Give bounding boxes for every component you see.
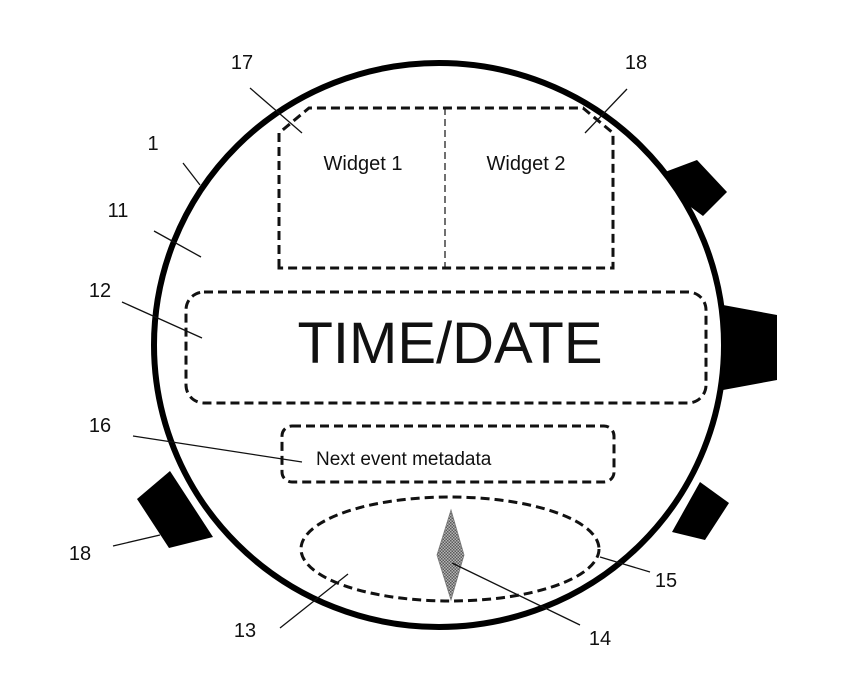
leader-18-left [112,534,161,547]
ref-label-12: 12 [89,280,111,302]
widget-region [277,106,615,270]
top-right-button [665,160,727,216]
pointer-diamond-icon [436,508,465,602]
leader-18-top [584,88,628,134]
time-date-label: TIME/DATE [297,311,602,376]
leader-14 [451,562,581,626]
lower-ellipse-region [299,495,601,603]
leader-11 [153,230,202,258]
next-event-label: Next event metadata [316,449,492,470]
leader-17 [249,87,303,134]
leader-13 [279,573,349,629]
ref-label-18-top: 18 [625,52,647,74]
widget-1-label: Widget 1 [324,153,403,175]
leader-12 [121,301,203,339]
time-date-region [184,290,708,405]
bottom-left-button [137,471,213,548]
ref-label-18-left: 18 [69,543,91,565]
bottom-right-button [672,482,729,540]
leader-15 [599,556,651,573]
leader-16 [132,435,303,463]
watch-housing [151,60,727,630]
ref-label-15: 15 [655,570,677,592]
ref-label-1: 1 [147,133,158,155]
next-event-region [280,424,616,484]
ref-label-14: 14 [589,628,611,650]
leader-1 [182,162,201,186]
ref-label-13: 13 [234,620,256,642]
ref-label-17: 17 [231,52,253,74]
ref-label-16: 16 [89,415,111,437]
ref-label-11: 11 [108,200,129,222]
widget-2-label: Widget 2 [487,153,566,175]
right-crown-button [723,305,777,390]
